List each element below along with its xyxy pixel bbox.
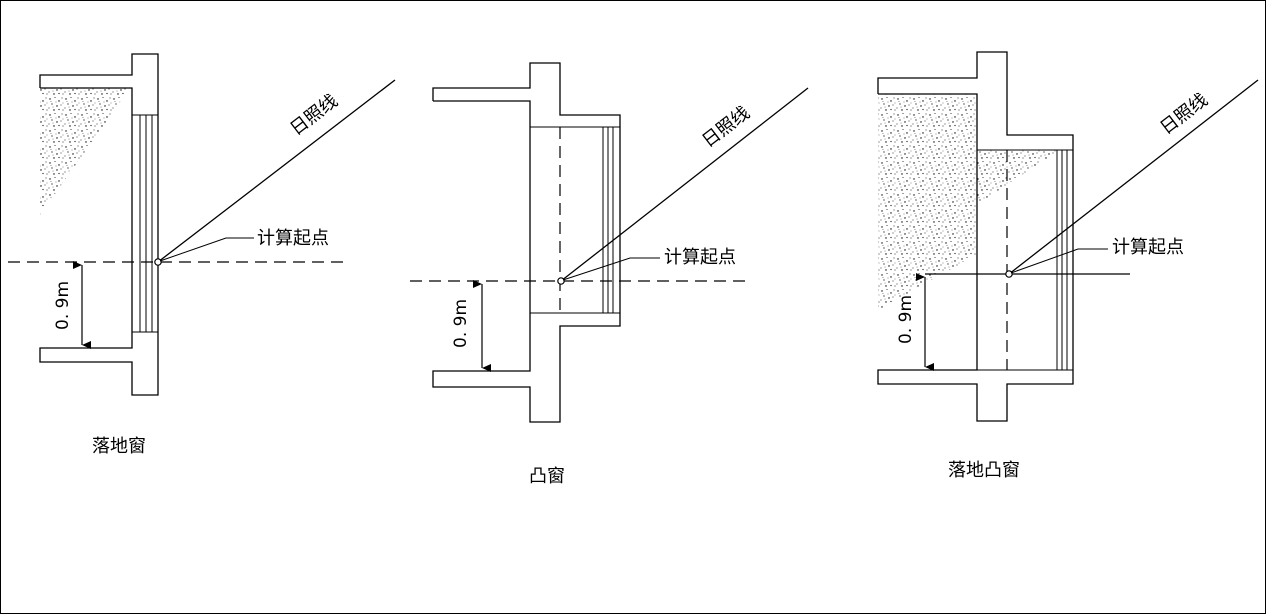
figure-caption: 落地窗	[92, 436, 146, 457]
figure-caption: 凸窗	[529, 466, 565, 487]
start-point-label: 计算起点	[257, 228, 329, 249]
figure-floor-bay-window: 日照线 计算起点 0. 9m 落地凸窗	[877, 51, 1259, 481]
shaded-area	[976, 150, 1060, 205]
sun-line-label: 日照线	[698, 102, 754, 152]
start-point-marker	[1005, 270, 1013, 278]
start-point-leader	[1010, 248, 1108, 274]
sun-line	[157, 79, 396, 263]
sun-line	[1008, 79, 1259, 275]
wall-section	[432, 62, 621, 423]
start-point-leader	[159, 237, 254, 262]
dimension-label: 0. 9m	[451, 299, 471, 348]
sun-line-label: 日照线	[286, 90, 342, 140]
dimension-label: 0. 9m	[53, 281, 73, 330]
start-point-marker	[154, 258, 162, 266]
start-point-leader	[562, 257, 660, 281]
sun-line	[560, 87, 809, 282]
wall-section	[877, 51, 1074, 422]
start-point-label: 计算起点	[664, 247, 736, 268]
sun-line-label: 日照线	[1156, 89, 1212, 139]
dimension-label: 0. 9m	[896, 295, 916, 344]
figure-bay-window: 日照线 计算起点 0. 9m 凸窗	[410, 62, 809, 487]
shaded-area	[878, 94, 976, 310]
shaded-area	[40, 88, 130, 215]
figure-floor-window: 日照线 计算起点 0. 9m 落地窗	[8, 53, 396, 457]
wall-section	[39, 53, 159, 396]
start-point-marker	[557, 277, 565, 285]
start-point-label: 计算起点	[1112, 237, 1184, 258]
figure-caption: 落地凸窗	[948, 460, 1020, 481]
